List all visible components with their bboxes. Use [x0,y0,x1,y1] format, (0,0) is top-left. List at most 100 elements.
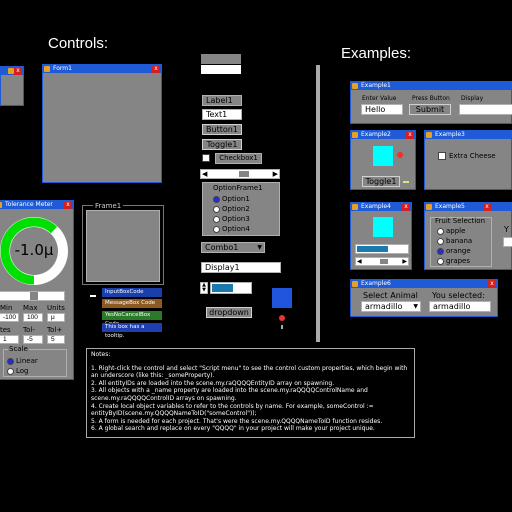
close-icon[interactable]: x [152,65,160,73]
tol-minus-label: Tol- [23,326,35,334]
enter-value-label: Enter Value [362,95,397,102]
chevron-down-icon[interactable]: ▼ [257,244,262,251]
option3-radio[interactable]: Option3 [213,215,250,223]
close-icon[interactable]: x [402,203,410,211]
example2-window[interactable]: Example2 x Toggle1 [350,130,416,190]
app-icon [8,68,14,74]
frame1: Frame1 [82,202,164,285]
scroll-thumb[interactable] [239,171,249,177]
example6-titlebar[interactable]: Example6 x [351,280,497,288]
app-icon [352,132,358,138]
progress-fill [357,246,388,252]
app-icon [352,204,358,210]
example3-titlebar[interactable]: Example3 [425,131,511,139]
gauge-value: -1.0μ [14,241,54,259]
scale-linear-radio[interactable]: Linear [7,357,38,365]
scroll-right-icon[interactable]: ▶ [402,258,407,265]
example2-toggle[interactable]: Toggle1 [362,176,400,187]
notes-title: Notes: [91,351,111,358]
dot-stem [281,325,283,329]
app-icon [426,204,432,210]
scale-log-radio[interactable]: Log [7,367,29,375]
close-icon[interactable]: x [14,67,22,75]
slider-thumb[interactable] [380,259,388,264]
submit-button[interactable]: Submit [409,104,451,115]
form1-title: Form1 [53,65,72,72]
example5-window[interactable]: Example5 x Fruit Selection apple banana … [424,202,512,270]
blank-textbox[interactable] [201,65,241,74]
option4-radio[interactable]: Option4 [213,225,250,233]
form1-window[interactable]: Form1 x [42,64,162,183]
notes-panel: Notes: 1. Right-click the control and se… [86,348,415,438]
option1-radio[interactable]: Option1 [213,195,250,203]
vertical-divider [316,65,320,342]
fruit-apple-radio[interactable]: apple [437,227,465,235]
tes-input[interactable] [0,335,19,344]
example1-window[interactable]: Example1 Enter Value Press Button Displa… [350,81,512,124]
extra-cheese-checkbox[interactable]: Extra Cheese [438,152,496,160]
checkbox1[interactable]: Checkbox1 [202,153,262,164]
form1-titlebar[interactable]: Form1 x [43,65,161,73]
close-icon[interactable]: x [406,131,414,139]
note-line: 1. Right-click the control and select "S… [91,364,408,380]
toggle1[interactable]: Toggle1 [202,139,242,150]
combo1[interactable]: Combo1 ▼ [201,242,265,253]
min-input[interactable] [0,313,19,322]
scroll-right-icon[interactable]: ▶ [272,170,278,178]
tolerance-titlebar[interactable]: Tolerance Meter x [0,201,73,209]
example1-titlebar[interactable]: Example1 [351,82,511,90]
gauge-dial [0,217,68,285]
frame1-body [86,210,160,282]
app-icon [352,83,358,89]
dropdown-button[interactable]: dropdown ▶ [206,307,252,328]
fruit-orange-radio[interactable]: orange [437,247,471,255]
spinner[interactable]: ▲▼ [200,282,208,294]
units-label: Units [47,304,65,312]
horizontal-scrollbar[interactable]: ◀ ▶ [200,169,280,179]
radio-icon [437,247,444,255]
fruit-banana-radio[interactable]: banana [437,237,472,245]
example6-window[interactable]: Example6 x Select Animal You selected: a… [350,279,498,317]
example4-slider[interactable]: ◀ ▶ [355,257,409,266]
fruit-grapes-radio[interactable]: grapes [437,257,470,265]
chevron-down-icon[interactable]: ▼ [413,303,418,310]
animal-select[interactable]: armadillo ▼ [361,301,421,312]
radio-icon [437,237,444,245]
inputbox-code-button[interactable]: InputBoxCode [102,288,162,297]
close-icon[interactable]: x [64,201,72,209]
tooltip-box[interactable]: This box has a tooltip. [102,323,162,339]
units-input[interactable] [47,313,65,322]
close-icon[interactable]: x [488,280,496,288]
progress-fill [212,284,233,292]
scroll-left-icon[interactable]: ◀ [357,258,362,265]
button1[interactable]: Button1 [202,124,242,135]
scroll-left-icon[interactable]: ◀ [202,170,208,178]
hello-input[interactable]: Hello [361,104,403,115]
messagebox-code-button[interactable]: MessageBox Code [102,299,162,308]
close-icon[interactable]: x [483,203,491,211]
progress-bar [210,282,252,294]
yesnocancel-code-button[interactable]: YesNoCancelBox Code [102,311,162,327]
small-window[interactable]: x [0,66,24,106]
max-input[interactable] [23,313,43,322]
tol-minus-input[interactable] [23,335,43,344]
blue-box [272,288,292,308]
tolerance-slider[interactable] [0,291,65,301]
note-line: 5. A form is needed for each project. Th… [91,417,383,425]
small-window-titlebar[interactable]: x [1,67,23,75]
tol-plus-input[interactable] [47,335,65,344]
cyan-square [373,217,393,237]
example5-titlebar[interactable]: Example5 x [425,203,511,211]
tolerance-meter-window[interactable]: Tolerance Meter x -1.0μ Min Max Units te… [0,200,74,380]
slider-thumb[interactable] [30,292,38,300]
example3-window[interactable]: Example3 Extra Cheese [424,130,512,190]
radio-icon [7,367,14,375]
examples-heading: Examples: [341,45,412,62]
text1-input[interactable]: Text1 [202,109,242,120]
option2-radio[interactable]: Option2 [213,205,250,213]
chevron-right-icon: ▶ [226,321,232,328]
example4-window[interactable]: Example4 x ◀ ▶ [350,202,412,270]
example2-titlebar[interactable]: Example2 x [351,131,415,139]
scale-title: Scale [8,345,29,353]
example4-titlebar[interactable]: Example4 x [351,203,411,211]
